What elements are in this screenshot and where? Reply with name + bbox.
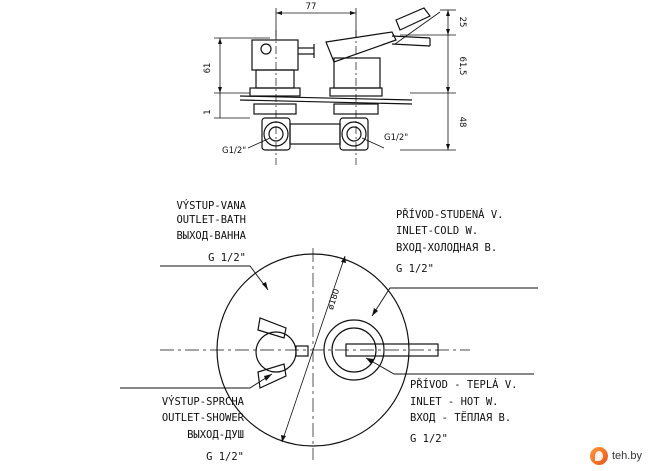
outlet-bath-line-2: OUTLET-BATH (176, 214, 246, 226)
inlet-hot-line-4: G 1/2" (410, 433, 448, 445)
teh-by-logo-icon (590, 447, 608, 465)
inlet-cold-line-2: INLET-COLD W. (396, 225, 478, 237)
leader-lines (120, 265, 538, 389)
watermark: teh.by (586, 444, 668, 468)
label-outlet-bath: VÝSTUP-VANA OUTLET-BATH ВЫХОД-ВАННА G 1/… (176, 199, 246, 264)
outlet-bath-line-1: VÝSTUP-VANA (176, 199, 246, 212)
inlet-cold-line-4: G 1/2" (396, 263, 434, 275)
thread-left-label: G1/2" (222, 146, 246, 156)
front-view (160, 248, 470, 460)
label-inlet-hot: PŘÍVOD - TEPLÁ V. INLET - HOT W. ВХОД - … (410, 378, 517, 445)
inlet-hot-line-3: ВХОД - ТЁПЛАЯ В. (410, 411, 511, 424)
dim-25: 25 (457, 17, 467, 28)
inlet-cold-line-1: PŘÍVOD-STUDENÁ V. (396, 208, 503, 221)
outlet-shower-line-3: ВЫХОД-ДУШ (187, 429, 244, 441)
outlet-shower-line-4: G 1/2" (206, 451, 244, 463)
label-inlet-cold: PŘÍVOD-STUDENÁ V. INLET-COLD W. ВХОД-ХОЛ… (396, 208, 503, 275)
dim-small-1: 1 (203, 109, 213, 114)
outlet-bath-line-4: G 1/2" (208, 252, 246, 264)
dim-height-61: 61 (203, 63, 213, 74)
outlet-shower-line-2: OUTLET-SHOWER (162, 412, 245, 424)
inlet-cold-line-3: ВХОД-ХОЛОДНАЯ В. (396, 242, 497, 254)
dim-61-5: 61,5 (457, 57, 467, 76)
outlet-bath-line-3: ВЫХОД-ВАННА (176, 230, 246, 242)
diameter-label: ø180 (326, 288, 342, 311)
outlet-shower-line-1: VÝSTUP-SPRCHA (162, 395, 245, 408)
top-view (214, 7, 456, 165)
dim-width-77: 77 (306, 2, 317, 12)
inlet-hot-line-2: INLET - HOT W. (410, 396, 499, 408)
thread-right-label: G1/2" (384, 133, 408, 143)
dim-48: 48 (457, 117, 467, 128)
watermark-text: teh.by (612, 450, 642, 462)
label-outlet-shower: VÝSTUP-SPRCHA OUTLET-SHOWER ВЫХОД-ДУШ G … (162, 395, 245, 463)
inlet-hot-line-1: PŘÍVOD - TEPLÁ V. (410, 378, 517, 391)
